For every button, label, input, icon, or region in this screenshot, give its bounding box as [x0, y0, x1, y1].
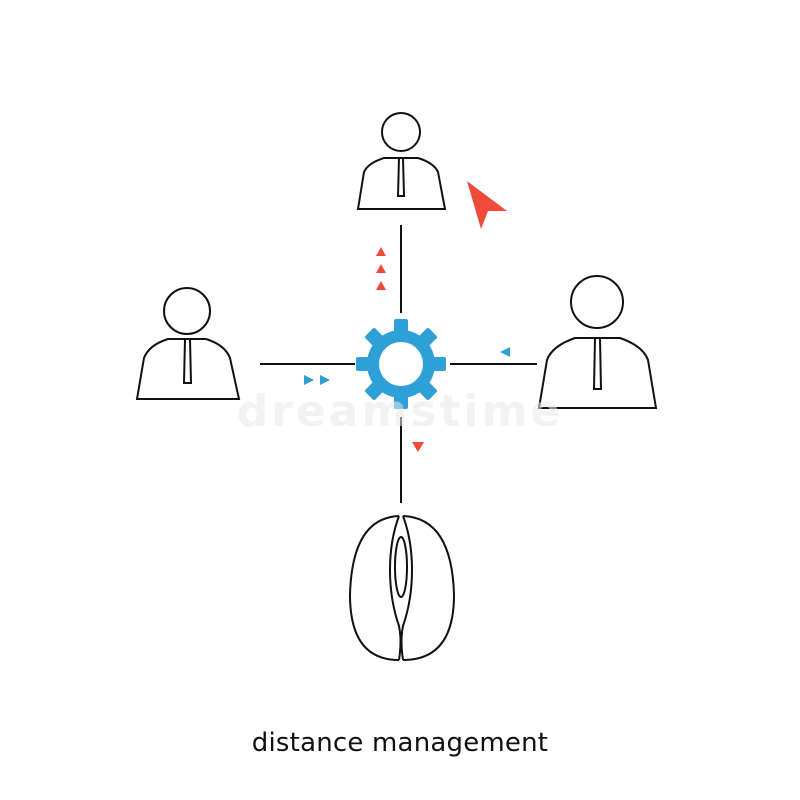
- person-left-icon: [135, 287, 241, 400]
- arrows-right: [304, 375, 330, 385]
- diagram-caption: distance management: [251, 728, 549, 758]
- person-right-icon: [537, 275, 658, 409]
- person-top-icon: [356, 112, 447, 210]
- mouse-icon: [348, 515, 456, 661]
- gear-icon: [356, 319, 446, 409]
- arrow-left: [500, 347, 510, 357]
- arrow-down: [412, 442, 424, 452]
- arrows-up: [376, 247, 386, 290]
- cursor-arrow-icon: [467, 181, 507, 229]
